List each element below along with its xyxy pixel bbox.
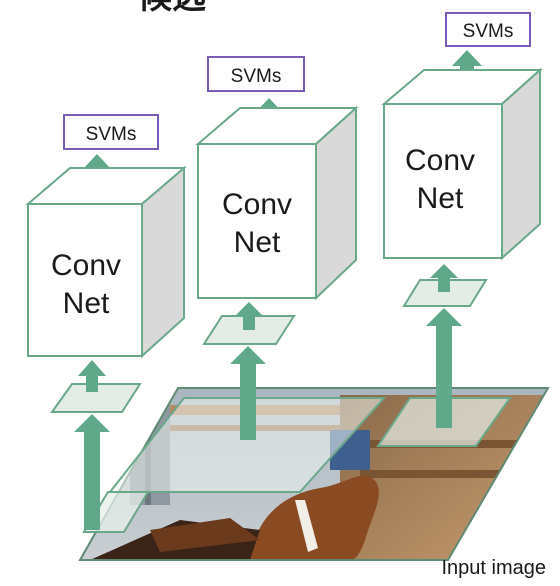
convnet-label-line1: Conv bbox=[405, 144, 475, 177]
warped-patch-1 bbox=[50, 383, 142, 413]
arrow-up-icon bbox=[74, 414, 110, 530]
convnet-label-line2: Net bbox=[63, 287, 110, 320]
convnet-label-line2: Net bbox=[234, 226, 281, 259]
convnet-label-line2: Net bbox=[417, 182, 464, 215]
arrow-up-icon bbox=[426, 308, 462, 428]
convnet-label-line1: Conv bbox=[51, 249, 121, 282]
arrow-up-icon bbox=[230, 346, 266, 440]
convnet-label-line1: Conv bbox=[222, 188, 292, 221]
svm-box-3: SVMs bbox=[445, 12, 531, 47]
arrow-up-icon bbox=[452, 50, 482, 80]
input-image-label: Input image bbox=[441, 557, 546, 579]
svm-label: SVMs bbox=[231, 66, 282, 87]
arrow-up-icon bbox=[235, 302, 263, 330]
svm-box-2: SVMs bbox=[207, 56, 305, 92]
convnet-cube-3 bbox=[381, 67, 543, 261]
svm-label: SVMs bbox=[463, 21, 514, 42]
convnet-cube-1 bbox=[25, 165, 187, 359]
arrow-up-icon bbox=[78, 360, 106, 392]
svm-box-1: SVMs bbox=[63, 114, 159, 150]
warped-patch-3 bbox=[402, 279, 488, 307]
convnet-cube-2 bbox=[195, 105, 359, 301]
title-fragment: 候选 bbox=[138, 0, 206, 16]
region-proposal-2 bbox=[107, 397, 387, 493]
svm-label: SVMs bbox=[86, 124, 137, 145]
arrow-up-icon bbox=[430, 264, 458, 292]
